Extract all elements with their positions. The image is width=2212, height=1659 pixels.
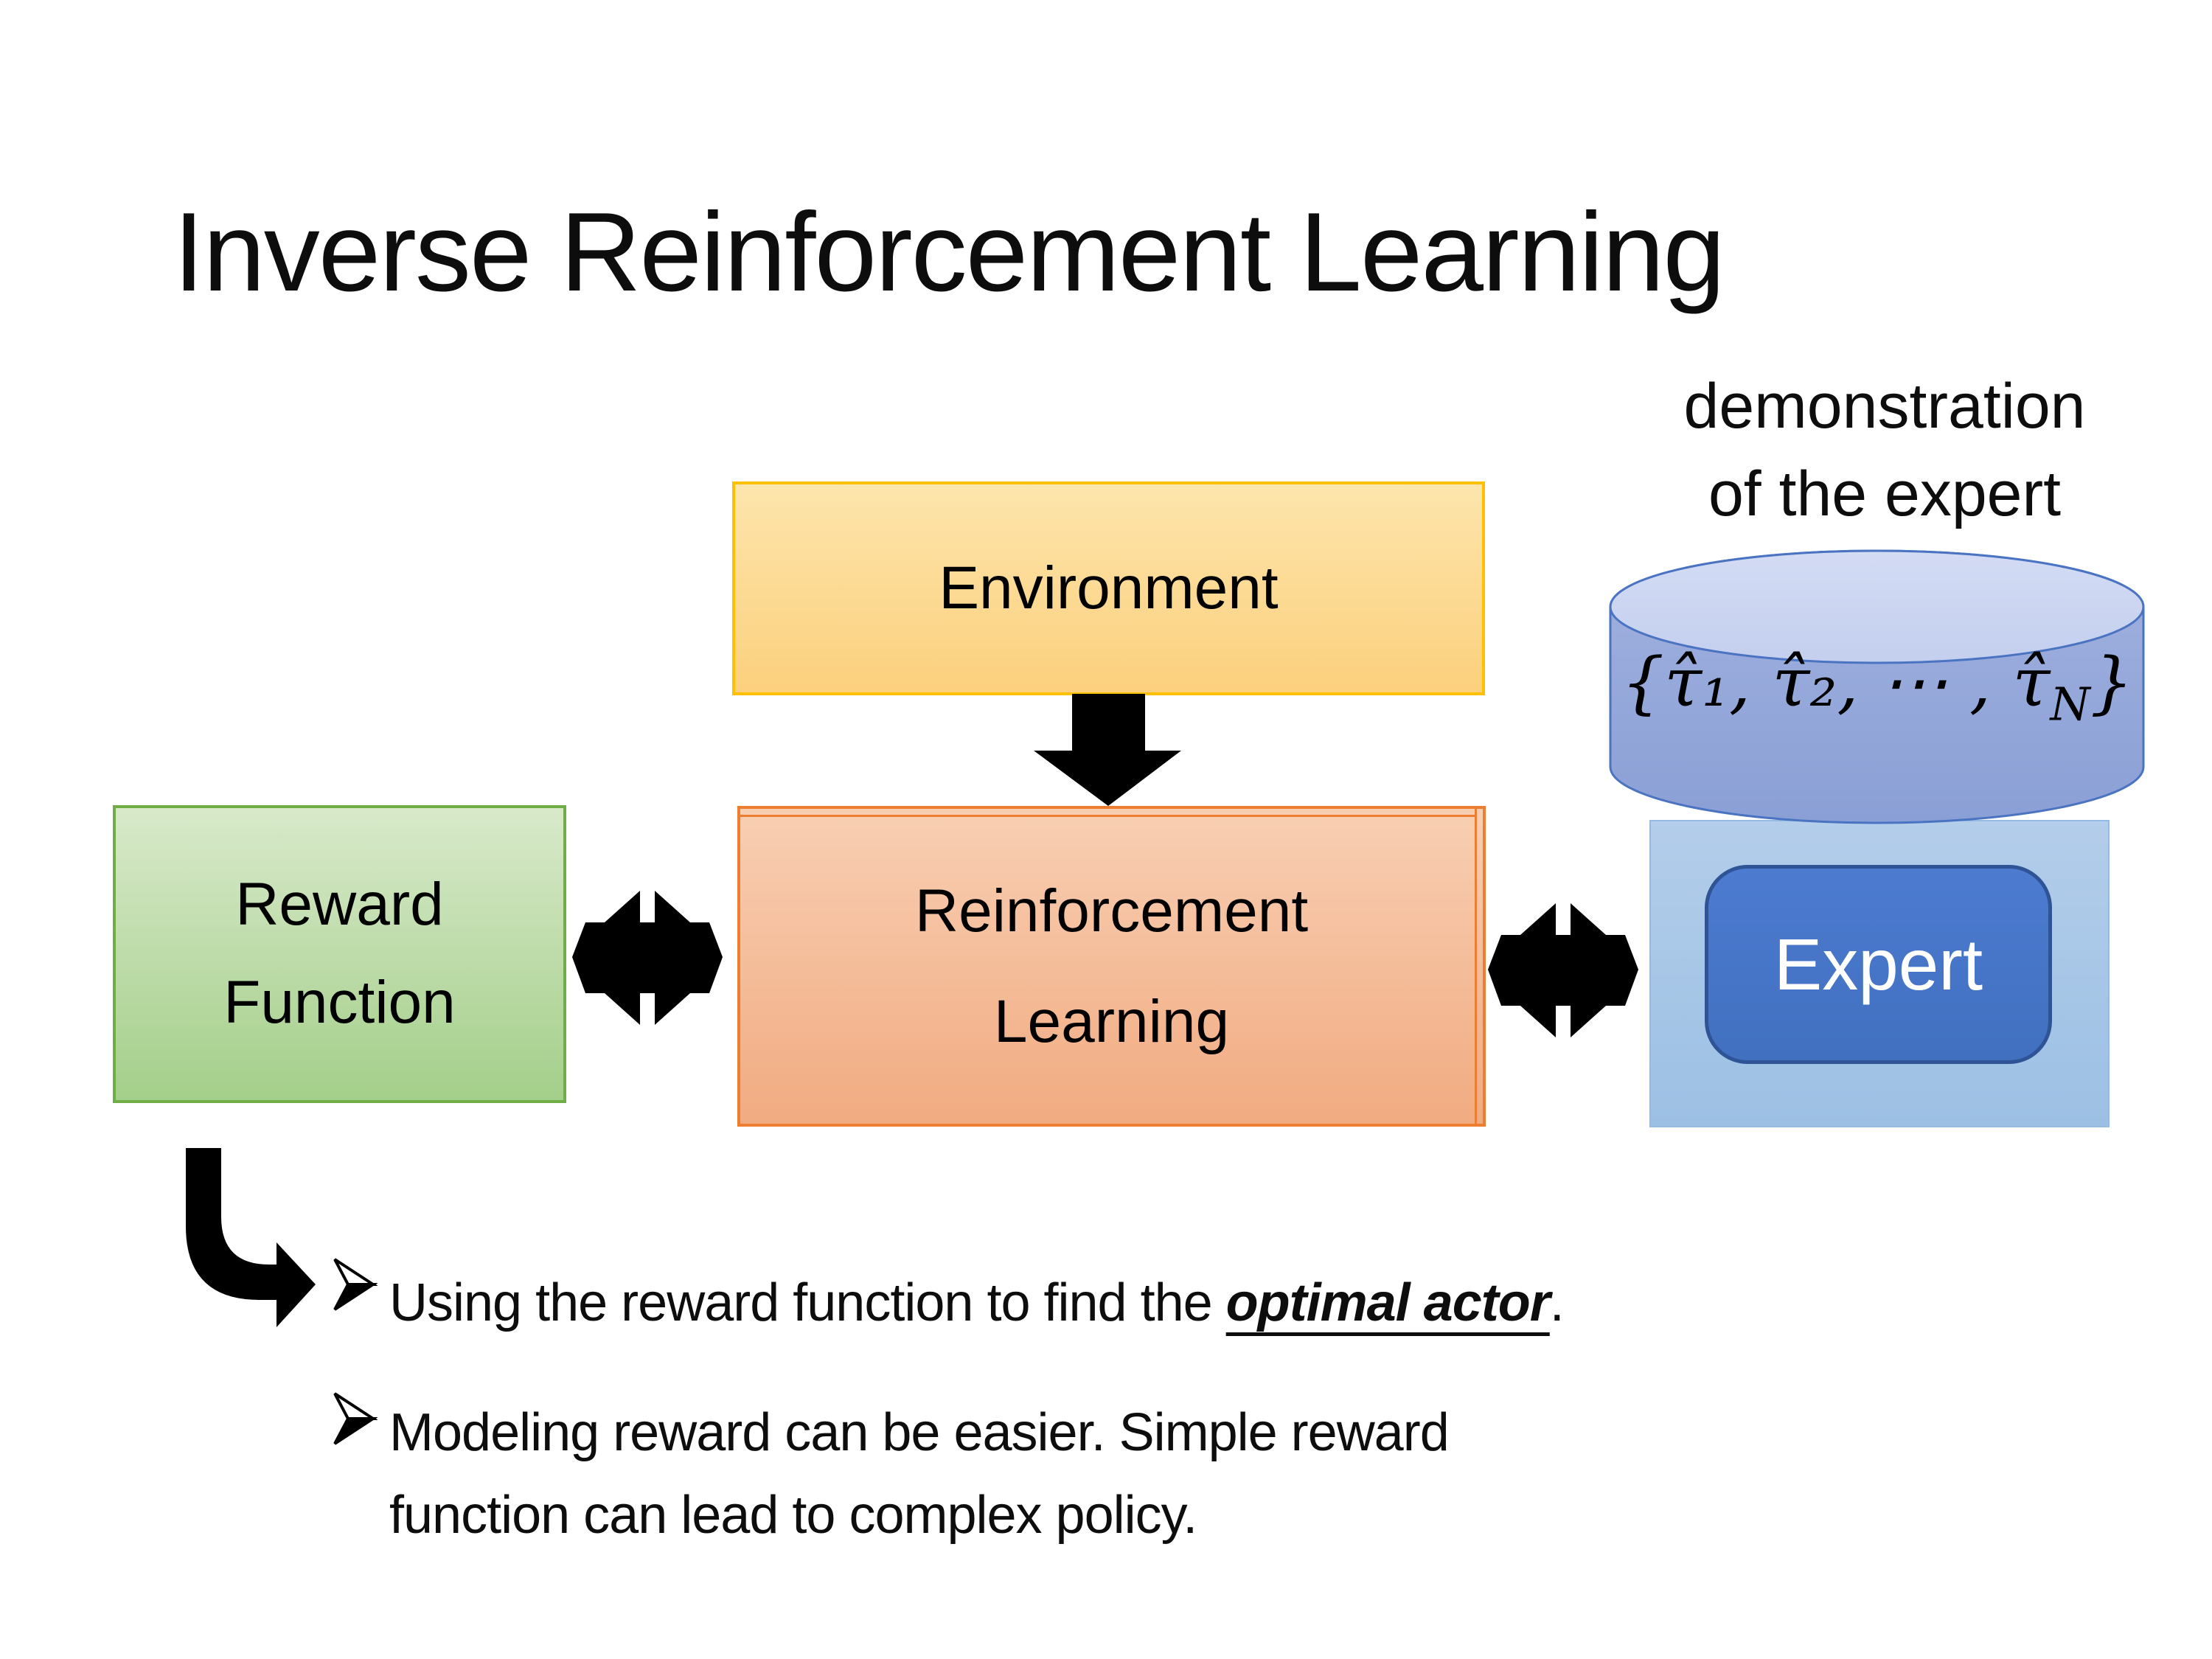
rl-box-inner-line-top	[740, 815, 1477, 817]
bullet2-line2: function can lead to complex policy.	[389, 1485, 1197, 1545]
reinforcement-learning-box: Reinforcement Learning	[737, 806, 1486, 1127]
rl-label-line1: Reinforcement	[914, 877, 1309, 945]
double-arrow-right-icon	[1488, 903, 1638, 1037]
expert-label: Expert	[1773, 923, 1983, 1005]
bullet-arrow-icon	[333, 1392, 378, 1445]
bullet2-line1: Modeling reward can be easier. Simple re…	[389, 1403, 1450, 1462]
demonstration-label: demonstration of the expert	[1604, 363, 2165, 538]
reward-function-box: Reward Function	[113, 805, 566, 1103]
reward-function-label-line1: Reward	[235, 871, 444, 939]
double-arrow-left-icon	[572, 891, 723, 1025]
bullet1-post: .	[1549, 1273, 1565, 1332]
page-title: Inverse Reinforcement Learning	[173, 189, 1725, 315]
bullet1-pre: Using the reward function to find the	[389, 1273, 1226, 1332]
down-arrow-icon	[1034, 694, 1181, 806]
bent-arrow-icon	[186, 1148, 316, 1327]
bullet-item-2: Modeling reward can be easier. Simple re…	[389, 1392, 1450, 1557]
rl-box-inner-line-right	[1475, 809, 1477, 1124]
demonstration-label-line1: demonstration	[1683, 371, 2086, 442]
trajectory-set-formula: {τ̂₁, τ̂₂, ⋯ , τ̂N}	[1604, 643, 2150, 731]
environment-box: Environment	[732, 481, 1485, 695]
formula-subscript: N	[2050, 677, 2090, 731]
bullet-arrow-icon	[333, 1258, 378, 1311]
demonstration-label-line2: of the expert	[1708, 458, 2062, 529]
expert-button: Expert	[1705, 865, 2052, 1064]
formula-suffix: }	[2090, 643, 2134, 722]
rl-label-line2: Learning	[993, 987, 1230, 1055]
bullet1-emphasis: optimal actor	[1225, 1273, 1551, 1332]
formula-prefix: {τ̂₁, τ̂₂, ⋯ , τ̂	[1621, 643, 2051, 722]
environment-label: Environment	[939, 554, 1279, 622]
bullet-item-1: Using the reward function to find the op…	[389, 1262, 1565, 1345]
reward-function-label-line2: Function	[223, 969, 456, 1036]
